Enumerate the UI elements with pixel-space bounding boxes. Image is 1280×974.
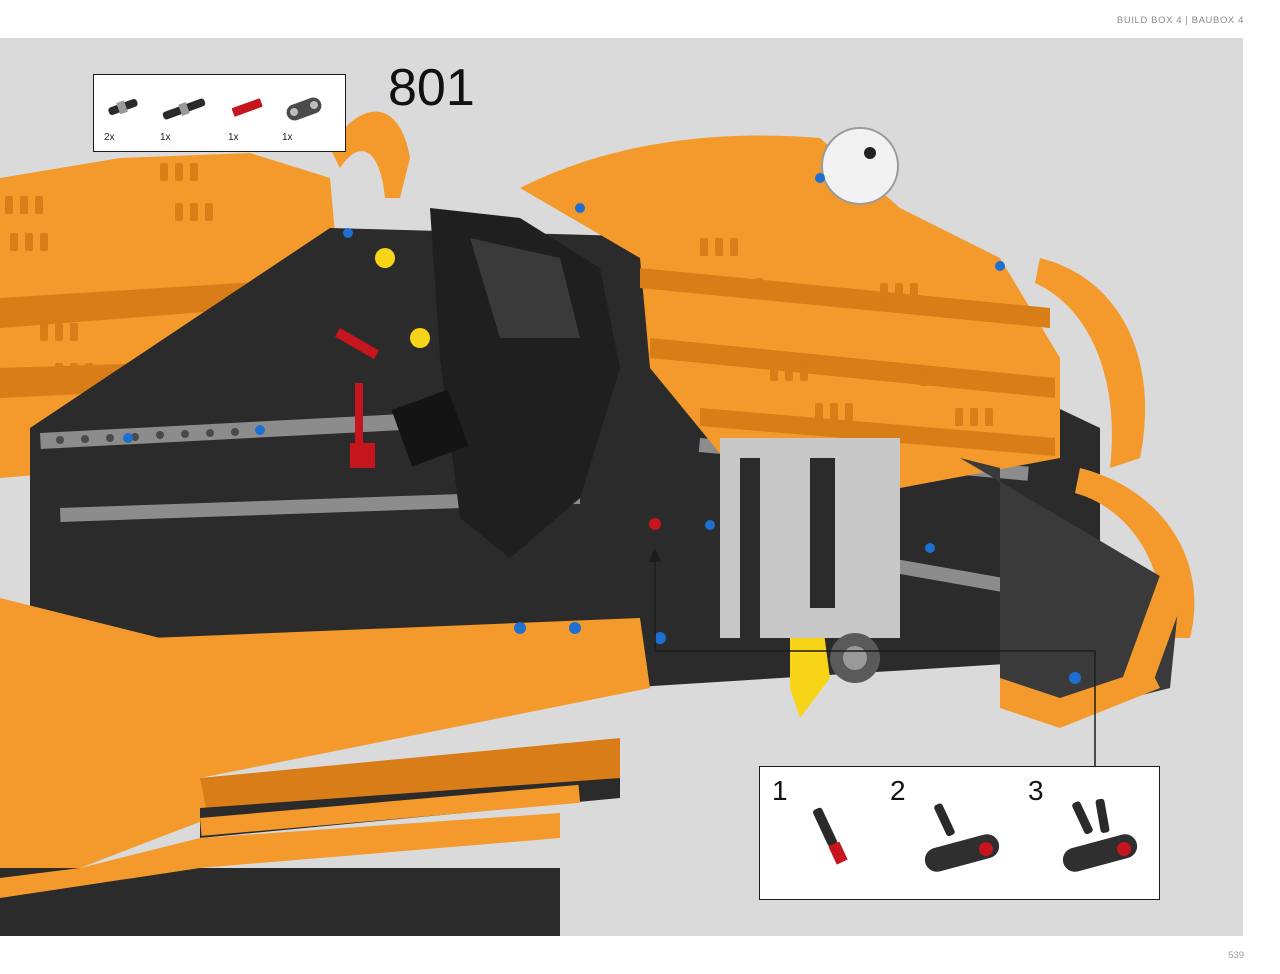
substep-number: 3 [1028, 775, 1044, 806]
step-number: 801 [388, 59, 475, 117]
axle-pin-black-icon [108, 98, 138, 116]
double-pin-beam-icon [1062, 798, 1138, 872]
part-qty: 1x [160, 132, 171, 143]
axle-red-icon [231, 98, 263, 117]
part-axle-pin-black: 2x [104, 93, 152, 143]
part-beam-connector-dark-grey: 1x [282, 93, 330, 143]
part-axle-red: 1x [228, 93, 276, 143]
beam-connector-dark-grey-icon [286, 97, 322, 121]
build-illustration [0, 38, 1243, 936]
substep-1: 1 [772, 775, 902, 895]
part-long-axle-pin-black: 1x [160, 93, 208, 143]
part-qty: 1x [228, 132, 239, 143]
substep-number: 2 [890, 775, 906, 806]
page-header: BUILD BOX 4 | BAUBOX 4 [1116, 15, 1244, 26]
page-number: 539 [1228, 950, 1244, 961]
part-qty: 2x [104, 132, 115, 143]
substep-3: 3 [1028, 775, 1158, 895]
parts-callout: 2x 1x 1x 1x [93, 74, 346, 152]
long-axle-pin-black-icon [162, 98, 206, 120]
part-qty: 1x [282, 132, 293, 143]
substep-2: 2 [890, 775, 1020, 895]
pin-on-beam-icon [924, 803, 1000, 872]
substeps-callout: 1 2 3 [759, 766, 1160, 900]
pin-with-red-axle-icon [813, 807, 848, 865]
car-model-drawing [0, 111, 1195, 936]
substep-number: 1 [772, 775, 788, 806]
